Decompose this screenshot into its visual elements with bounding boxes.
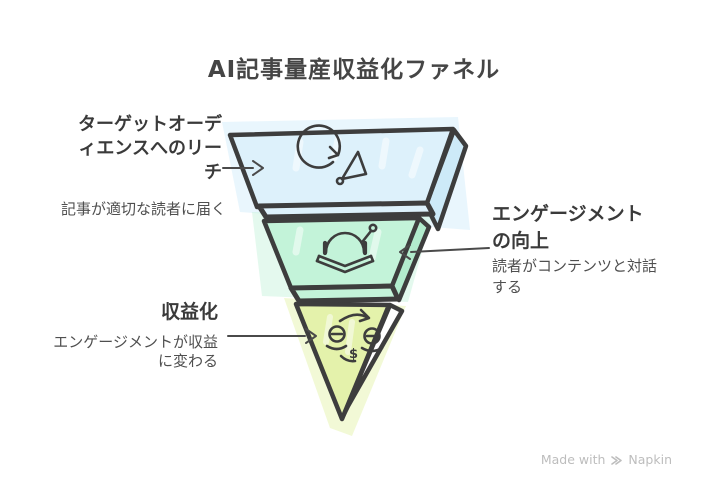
arrow-right-icon	[252, 160, 264, 176]
stage-engagement-front-face	[261, 215, 422, 291]
stage-reach-label-line: ターゲットオーデ	[78, 114, 222, 135]
made-with-napkin-badge[interactable]: Made with Napkin	[541, 451, 672, 469]
arrow-left-icon	[399, 244, 411, 260]
connectors	[222, 160, 490, 344]
connector-monetization-arrow	[227, 328, 317, 344]
dollar-glyph: $	[349, 347, 358, 362]
stage-reach-label: ターゲットオーデ ィエンスへのリー チ	[36, 113, 222, 185]
profit-conversion-icon: $	[325, 308, 384, 363]
stage-reach-label-line: ィエンスへのリー	[78, 138, 222, 159]
stage-reach-bottom-lip	[256, 200, 436, 220]
stage-reach-description: 記事が適切な読者に届く	[60, 200, 226, 218]
funnel-stages	[227, 126, 469, 422]
made-with-text: Made with	[540, 452, 606, 467]
connector-engagement-arrow	[399, 244, 490, 260]
stage-engagement-label-line: エンゲージメント	[492, 203, 644, 225]
stage-engagement-label: エンゲージメント の向上	[492, 201, 672, 255]
funnel-stage-engagement	[261, 215, 432, 304]
reader-antenna-icon	[315, 223, 378, 274]
marker-streaks	[292, 136, 424, 355]
megaphone-cycle-icon	[296, 124, 368, 186]
stage-engagement-description: 読者がコンテンツと対話 する	[492, 257, 658, 296]
diagram-title: AI記事量産収益化ファネル	[207, 57, 501, 83]
arrow-right-icon	[305, 328, 317, 344]
stage-monetization-label: 収益化	[160, 301, 218, 323]
napkin-logo-icon	[611, 455, 623, 465]
stage-engagement-label-line: の向上	[492, 230, 550, 252]
stage-engagement-bottom-lip	[288, 283, 401, 304]
napkin-brand-text: Napkin	[628, 452, 672, 467]
funnel-stage-reach	[227, 126, 469, 232]
connector-reach-arrow	[222, 160, 264, 176]
stage-reach-label-line: チ	[204, 162, 222, 183]
stage-icons: $	[296, 124, 384, 363]
stage-monetization-description: エンゲージメントが収益 に変わる	[53, 333, 218, 370]
